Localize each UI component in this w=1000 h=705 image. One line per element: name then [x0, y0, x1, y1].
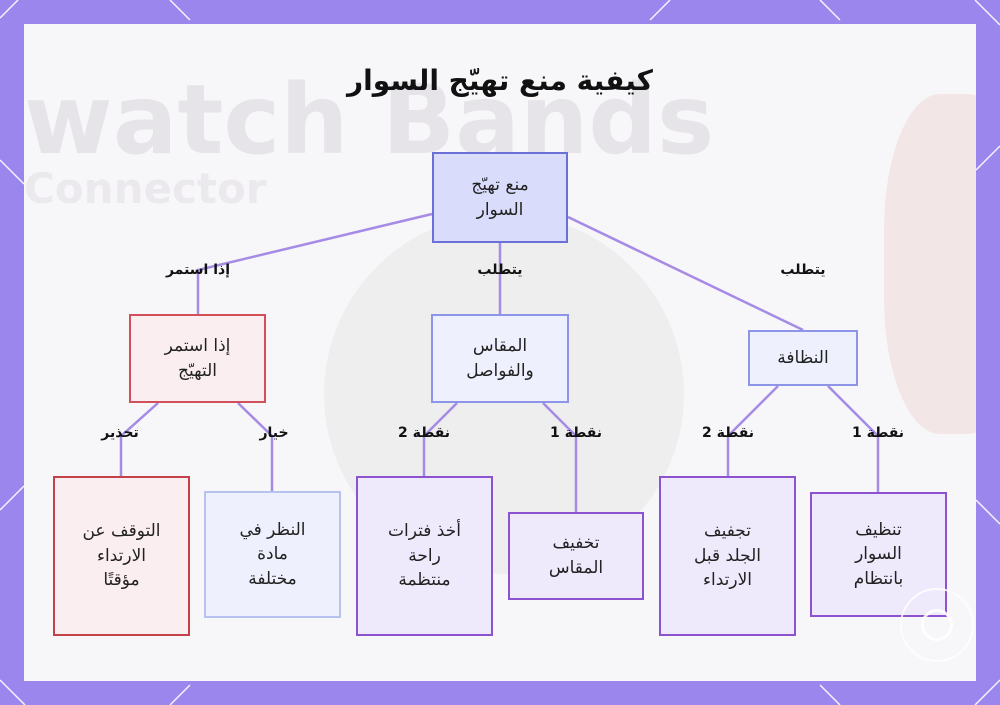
node-dry-skin-label: تجفيف الجلد قبل الارتداء — [694, 521, 761, 591]
node-loosen-label: تخفيف المقاس — [548, 533, 604, 578]
node-dry-skin: تجفيف الجلد قبل الارتداء — [659, 476, 796, 636]
edge-label-point2-cleanliness: نقطة 2 — [701, 425, 755, 441]
background-watermark-sub: Connector — [24, 164, 267, 213]
node-clean-band-label: تنظيف السوار بانتظام — [853, 519, 904, 589]
edge-label-requires-mid: يتطلب — [477, 262, 523, 278]
edge-cleanliness-clean — [827, 385, 880, 492]
edge-size-loosen — [542, 402, 578, 512]
node-breaks-label: أخذ فترات راحة منتظمة — [388, 521, 461, 591]
brand-logo-mark — [921, 609, 953, 641]
node-stop: التوقف عن الارتداء مؤقتًا — [53, 476, 190, 636]
node-cleanliness: النظافة — [748, 330, 858, 386]
edge-size-breaks — [422, 402, 458, 476]
edge-label-point1-size: نقطة 1 — [549, 425, 603, 441]
edge-label-warning: تحذير — [101, 425, 139, 441]
diagram-title: كيفية منع تهيّج السوار — [347, 64, 653, 97]
node-root-label: منع تهيّج السوار — [471, 174, 529, 220]
node-persist-label: إذا استمر التهيّج — [164, 335, 231, 381]
edge-persist-material — [237, 402, 274, 491]
node-persist: إذا استمر التهيّج — [129, 314, 266, 403]
edge-label-requires-right: يتطلب — [780, 262, 826, 278]
node-breaks: أخذ فترات راحة منتظمة — [356, 476, 493, 636]
node-material: النظر في مادة مختلفة — [204, 491, 341, 618]
background-blob-accent — [884, 94, 976, 434]
edge-label-option: خيار — [259, 425, 289, 441]
brand-logo — [900, 588, 974, 662]
edge-root-cleanliness — [567, 215, 804, 332]
edge-label-if-persists: إذا استمر — [165, 262, 231, 278]
node-cleanliness-label: النظافة — [777, 347, 829, 368]
node-size: المقاس والفواصل — [431, 314, 569, 403]
edge-cleanliness-dry — [726, 385, 779, 476]
edge-persist-stop — [119, 402, 159, 476]
background-watermark: watch Bands — [24, 64, 715, 176]
edge-label-point2-size: نقطة 2 — [397, 425, 451, 441]
node-stop-label: التوقف عن الارتداء مؤقتًا — [82, 521, 161, 591]
edge-label-point1-cleanliness: نقطة 1 — [851, 425, 905, 441]
node-loosen: تخفيف المقاس — [508, 512, 644, 600]
node-root: منع تهيّج السوار — [432, 152, 568, 243]
node-material-label: النظر في مادة مختلفة — [239, 519, 306, 589]
edge-root-persist — [196, 212, 433, 314]
node-size-label: المقاس والفواصل — [466, 335, 534, 381]
